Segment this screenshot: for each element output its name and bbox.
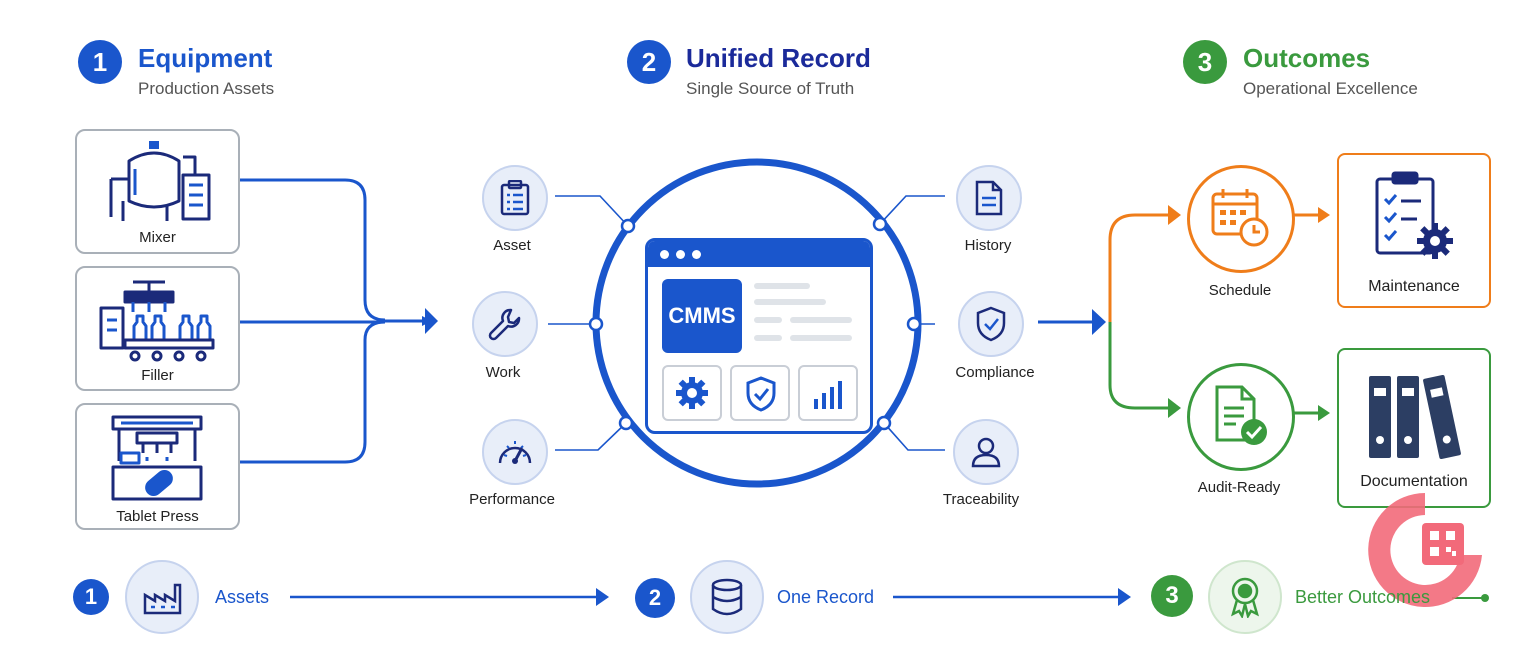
section-1-subtitle: Production Assets	[138, 79, 275, 98]
equipment-card-tablet-press[interactable]: Tablet Press	[75, 403, 240, 530]
cmms-titlebar	[648, 241, 870, 267]
node-compliance[interactable]	[958, 291, 1024, 357]
checklist-gear-icon	[1375, 171, 1453, 259]
cmms-tile-gear[interactable]	[662, 365, 722, 421]
document-icon	[975, 180, 1003, 216]
shield-check-icon	[976, 306, 1006, 342]
cmms-tile-shield[interactable]	[730, 365, 790, 421]
brand-logo-icon	[1368, 493, 1482, 607]
connector-tablet-press	[240, 320, 386, 464]
bottom-step-1-number: 1	[73, 579, 109, 615]
section-2-title: Unified Record	[686, 43, 871, 73]
factory-icon	[143, 583, 182, 615]
bottom-step-1-label: Assets	[215, 587, 270, 607]
outcome-audit-ready[interactable]	[1187, 363, 1295, 471]
cmms-tile-chart[interactable]	[798, 365, 858, 421]
bottom-step-3-icon-wrap	[1208, 560, 1282, 634]
gear-icon	[676, 377, 708, 409]
shield-icon	[746, 376, 776, 412]
clipboard-icon	[500, 180, 530, 216]
bottom-step-2-label: One Record	[777, 587, 875, 607]
node-label-performance: Performance	[469, 491, 555, 508]
gauge-icon	[498, 441, 532, 464]
bottom-step-2-number: 2	[635, 578, 675, 618]
user-icon	[971, 437, 1001, 468]
result-label-documentation: Documentation	[1360, 473, 1468, 490]
bottom-step-1-icon-wrap	[125, 560, 199, 634]
outcome-label-audit-ready: Audit-Ready	[1197, 479, 1281, 496]
award-icon	[1231, 577, 1259, 618]
equipment-card-filler[interactable]: Filler	[75, 266, 240, 391]
database-icon	[711, 578, 743, 616]
binders-icon	[1369, 374, 1461, 460]
equipment-label: Tablet Press	[116, 508, 199, 525]
section-3-number: 3	[1183, 40, 1227, 84]
wrench-icon	[488, 308, 521, 341]
section-3-subtitle: Operational Excellence	[1243, 79, 1418, 98]
mixer-icon	[109, 141, 211, 221]
bottom-step-2-icon-wrap	[690, 560, 764, 634]
node-label-history: History	[964, 237, 1012, 254]
node-label-compliance: Compliance	[955, 364, 1035, 381]
bottom-step-3-label: Better Outcomes	[1295, 587, 1431, 607]
section-3-title: Outcomes	[1243, 43, 1371, 73]
cmms-window[interactable]: CMMS	[645, 238, 873, 434]
cmms-logo: CMMS	[662, 279, 742, 353]
result-label-maintenance: Maintenance	[1368, 278, 1460, 295]
node-label-traceability: Traceability	[942, 491, 1020, 508]
section-1-title: Equipment	[138, 43, 273, 73]
node-work[interactable]	[472, 291, 538, 357]
equipment-label: Filler	[141, 367, 174, 384]
document-check-icon	[1215, 385, 1267, 445]
section-2-number: 2	[627, 40, 671, 84]
tablet-press-icon	[111, 415, 203, 501]
result-maintenance[interactable]: Maintenance	[1337, 153, 1491, 308]
node-asset[interactable]	[482, 165, 548, 231]
node-label-asset: Asset	[493, 237, 531, 254]
bar-chart-icon	[814, 381, 842, 409]
filler-icon	[99, 280, 215, 362]
bottom-step-3-number: 3	[1151, 575, 1193, 617]
connector-mixer	[240, 178, 386, 322]
equipment-card-mixer[interactable]: Mixer	[75, 129, 240, 254]
node-performance[interactable]	[482, 419, 548, 485]
section-1-number: 1	[78, 40, 122, 84]
result-documentation[interactable]: Documentation	[1337, 348, 1491, 508]
section-2-subtitle: Single Source of Truth	[686, 79, 855, 98]
node-label-work: Work	[485, 364, 521, 381]
node-history[interactable]	[956, 165, 1022, 231]
equipment-label: Mixer	[139, 229, 176, 246]
calendar-clock-icon	[1211, 189, 1269, 247]
outcome-label-schedule: Schedule	[1208, 282, 1272, 299]
node-traceability[interactable]	[953, 419, 1019, 485]
outcome-schedule[interactable]	[1187, 165, 1295, 273]
